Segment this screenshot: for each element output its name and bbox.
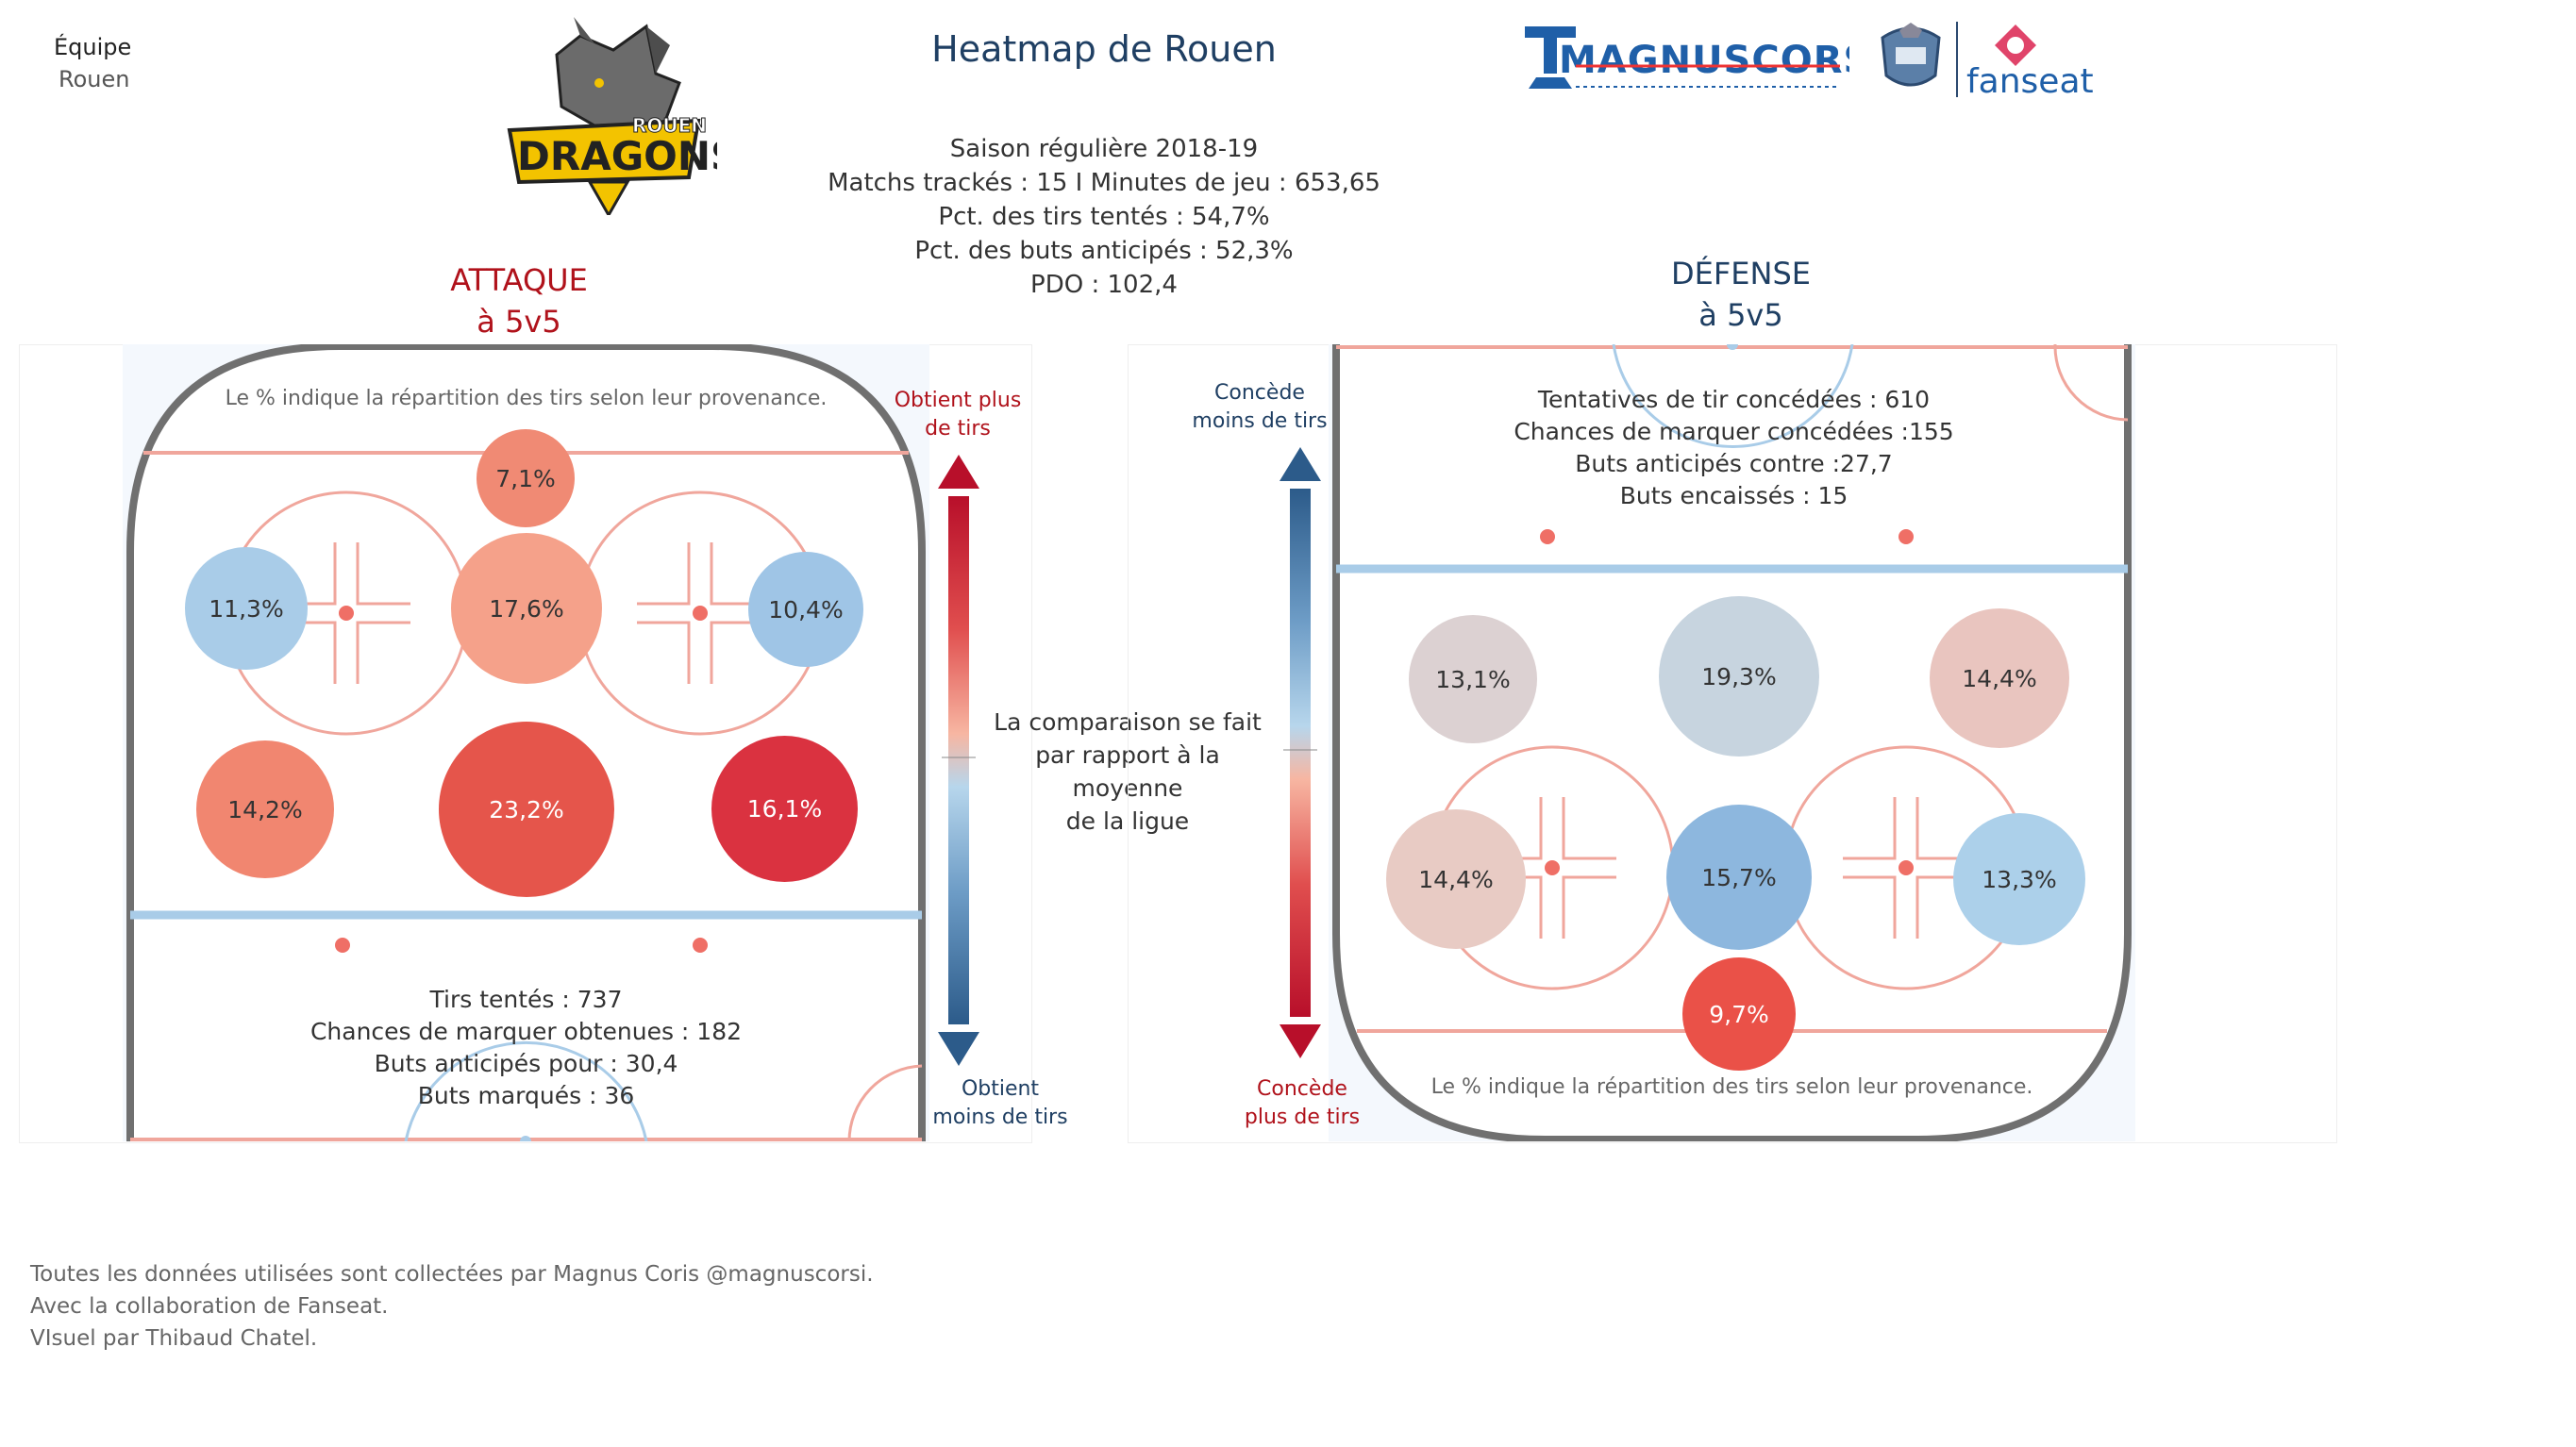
attack-stats: Tirs tentés : 737 Chances de marquer obt…	[264, 984, 788, 1112]
defense-stats: Tentatives de tir concédées : 610 Chance…	[1472, 384, 1996, 512]
attack-stat-line: Buts anticipés pour : 30,4	[374, 1050, 678, 1077]
magnuscorsi-logo: MAGNUSCORSI	[1519, 21, 1885, 96]
attack-zone-left-low[interactable]: 14,2%	[196, 740, 334, 878]
rouen-dragons-logo: ROUEN DRAGONS	[491, 17, 739, 219]
scale-label-line: Concède	[1257, 1077, 1347, 1101]
scale-label-line: Obtient	[961, 1077, 1040, 1101]
defense-zone-slot[interactable]: 15,7%	[1666, 805, 1812, 950]
scale-label-line: plus de tirs	[1244, 1106, 1361, 1129]
defense-stat-line: Chances de marquer concédées :155	[1514, 418, 1954, 445]
footer-line: Avec la collaboration de Fanseat.	[30, 1294, 389, 1319]
zone-label: 16,1%	[746, 795, 823, 823]
scale-label-line: moins de tirs	[1192, 409, 1328, 433]
attack-color-scale	[932, 451, 985, 1070]
defense-zone-left-point[interactable]: 13,1%	[1409, 615, 1537, 743]
zone-label: 10,4%	[768, 595, 844, 624]
zone-label: 15,7%	[1701, 863, 1777, 891]
attack-zone-right-low[interactable]: 16,1%	[711, 736, 858, 882]
attack-zone-slot[interactable]: 23,2%	[439, 722, 614, 897]
zone-label: 23,2%	[489, 795, 564, 823]
scale-label-line: moins de tirs	[932, 1106, 1068, 1129]
attack-note: Le % indique la répartition des tirs sel…	[225, 387, 828, 410]
defense-title-line: DÉFENSE	[1671, 256, 1811, 291]
fanseat-logo: fanseat	[1955, 17, 2106, 102]
defense-zone-right-point[interactable]: 14,4%	[1930, 608, 2069, 748]
zone-label: 13,3%	[1982, 865, 2057, 893]
defense-color-scale	[1274, 443, 1327, 1062]
team-filter-label: Équipe	[54, 34, 132, 60]
attack-scale-top-label: Obtient plus de tirs	[878, 387, 1038, 443]
defense-note: Le % indique la répartition des tirs sel…	[1430, 1075, 2033, 1099]
zone-label: 13,1%	[1435, 665, 1511, 693]
rouen-logo-text-top: ROUEN	[632, 114, 707, 137]
defense-zone-crease[interactable]: 9,7%	[1682, 957, 1796, 1071]
footer-credits: Toutes les données utilisées sont collec…	[30, 1258, 874, 1355]
defense-title: DÉFENSE à 5v5	[1599, 253, 1882, 336]
defense-stat-line: Buts encaissés : 15	[1619, 482, 1848, 509]
zone-label: 14,4%	[1418, 865, 1494, 893]
attack-zone-right-faceoff[interactable]: 10,4%	[748, 552, 863, 667]
attack-title: ATTAQUE à 5v5	[377, 259, 661, 342]
attack-zone-left-faceoff[interactable]: 11,3%	[185, 547, 308, 670]
attack-stat-line: Buts marqués : 36	[417, 1082, 635, 1109]
summary-line: PDO : 102,4	[1030, 271, 1178, 299]
footer-line: VIsuel par Thibaud Chatel.	[30, 1326, 318, 1351]
defense-zone-center-point[interactable]: 19,3%	[1659, 596, 1819, 757]
zone-label: 9,7%	[1709, 1000, 1769, 1028]
page-title: Heatmap de Rouen	[931, 28, 1277, 70]
zone-label: 19,3%	[1701, 662, 1777, 690]
zone-label: 7,1%	[495, 464, 556, 492]
footer-line: Toutes les données utilisées sont collec…	[30, 1262, 874, 1287]
season-summary: Saison régulière 2018-19 Matchs trackés …	[821, 132, 1387, 302]
summary-line: Pct. des buts anticipés : 52,3%	[914, 237, 1294, 265]
scale-label-line: Concède	[1214, 381, 1305, 405]
zone-label: 11,3%	[209, 594, 284, 623]
defense-zone-left-faceoff[interactable]: 14,4%	[1386, 809, 1526, 949]
rouen-logo-text: DRAGONS	[517, 133, 717, 179]
scale-label-line: Obtient plus	[894, 389, 1022, 412]
defense-scale-bottom-label: Concède plus de tirs	[1208, 1075, 1397, 1132]
summary-line: Saison régulière 2018-19	[949, 135, 1259, 163]
attack-scale-bottom-label: Obtient moins de tirs	[906, 1075, 1095, 1132]
attack-zone-high-slot[interactable]: 17,6%	[451, 533, 602, 684]
summary-line: Matchs trackés : 15 I Minutes de jeu : 6…	[828, 169, 1380, 197]
zone-label: 17,6%	[489, 594, 564, 623]
scale-label-line: de tirs	[925, 417, 991, 441]
fanseat-logo-text: fanseat	[1966, 62, 2094, 101]
attack-zone-point[interactable]: 7,1%	[477, 429, 575, 527]
defense-stat-line: Buts anticipés contre :27,7	[1575, 450, 1893, 477]
zone-label: 14,2%	[227, 795, 303, 823]
magnuscorsi-logo-text: MAGNUSCORSI	[1559, 39, 1849, 82]
attack-stat-line: Chances de marquer obtenues : 182	[309, 1018, 743, 1045]
attack-stat-line: Tirs tentés : 737	[429, 986, 623, 1013]
defense-stat-line: Tentatives de tir concédées : 610	[1537, 386, 1931, 413]
defense-scale-top-label: Concède moins de tirs	[1165, 379, 1354, 436]
attack-title-line: ATTAQUE	[450, 262, 588, 298]
defense-title-line: à 5v5	[1698, 297, 1783, 333]
zone-label: 14,4%	[1962, 664, 2037, 692]
team-filter-value[interactable]: Rouen	[59, 66, 130, 92]
attack-title-line: à 5v5	[477, 304, 561, 340]
league-crest-logo	[1873, 19, 1949, 96]
defense-zone-right-faceoff[interactable]: 13,3%	[1953, 813, 2085, 945]
summary-line: Pct. des tirs tentés : 54,7%	[938, 203, 1270, 231]
